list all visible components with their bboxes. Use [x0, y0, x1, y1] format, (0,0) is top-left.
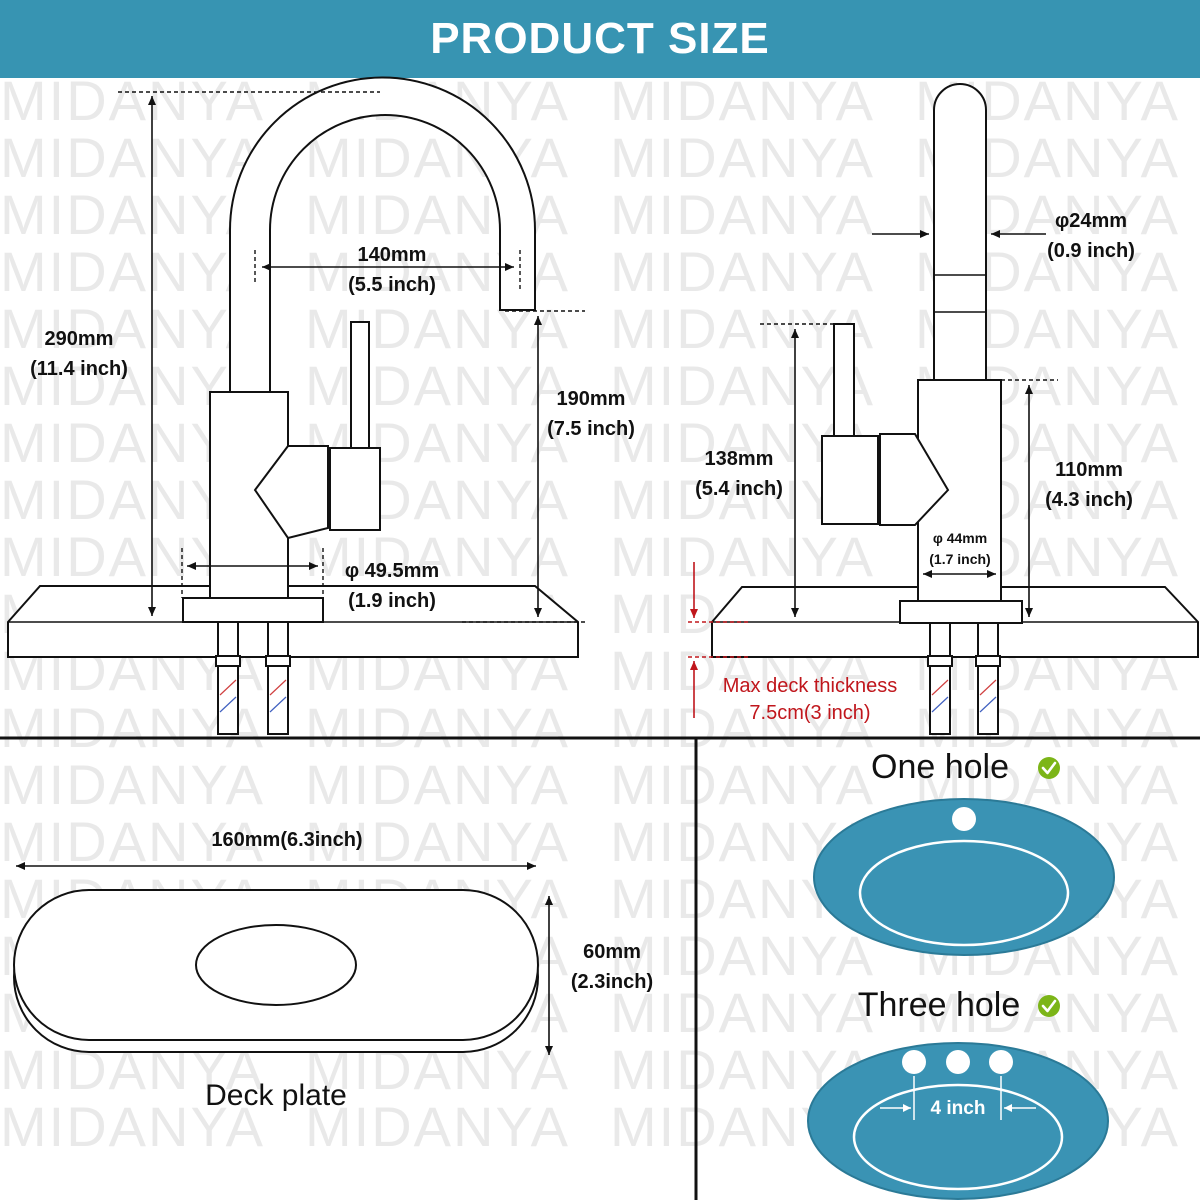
side-handle-knob — [879, 433, 950, 526]
spout-reach-mm: 140mm — [358, 244, 427, 266]
deck-plate-caption: Deck plate — [205, 1079, 347, 1112]
deck-plate-panel: 160mm(6.3inch) 60mm (2.3inch) Deck plate — [13, 829, 653, 1112]
watermark-text: MIDANYA — [305, 126, 570, 189]
watermark-text: MIDANYA — [305, 753, 570, 816]
front-view: 140mm (5.5 inch) 290mm (11.4 inch) 190mm… — [7, 76, 635, 735]
watermark-text: MIDANYA — [610, 297, 875, 360]
spout-diameter-inch: (0.9 inch) — [1047, 240, 1135, 262]
header-banner: PRODUCT SIZE — [0, 0, 1200, 78]
one-hole-bowl — [858, 839, 1070, 947]
watermark-text: MIDANYA — [305, 1095, 570, 1158]
watermark-text: MIDANYA — [610, 981, 875, 1044]
watermark-text: MIDANYA — [610, 354, 875, 417]
three-hole-label: Three hole — [858, 986, 1021, 1024]
front-handle-block — [329, 447, 381, 531]
watermark-text: MIDANYA — [305, 696, 570, 759]
watermark-text: MIDANYA — [610, 696, 875, 759]
deck-plate-height-mm: 60mm — [583, 941, 641, 963]
watermark-text: MIDANYA — [0, 297, 265, 360]
three-hole-spacing: 4 inch — [931, 1098, 986, 1119]
body-diameter-mm: φ 44mm — [933, 530, 987, 546]
deck-plate-height-inch: (2.3inch) — [571, 971, 653, 993]
side-spout — [933, 83, 987, 381]
installation-panel: One hole Three hole 4 inch — [807, 748, 1115, 1200]
three-hole-center-hole — [946, 1050, 970, 1074]
side-hoses — [927, 621, 1001, 735]
front-spout — [229, 76, 536, 393]
watermark-text: MIDANYA — [915, 696, 1180, 759]
watermark-text: MIDANYA — [610, 126, 875, 189]
watermark-text: MIDANYA — [610, 69, 875, 132]
handle-height-inch: (5.4 inch) — [695, 478, 783, 500]
one-hole-label: One hole — [871, 748, 1009, 786]
total-height-inch: (11.4 inch) — [30, 358, 128, 380]
total-height-mm: 290mm — [45, 328, 114, 350]
one-hole-tap-hole — [952, 807, 976, 831]
deck-thickness-label: Max deck thickness — [723, 675, 898, 697]
three-hole-basin — [807, 1042, 1109, 1200]
deck-thickness-value: 7.5cm(3 inch) — [749, 702, 870, 724]
watermark-text: MIDANYA — [610, 924, 875, 987]
front-hoses — [215, 621, 291, 735]
check-icon — [1038, 995, 1060, 1017]
spout-diameter-mm: φ24mm — [1055, 210, 1127, 232]
watermark-text: MIDANYA — [0, 240, 265, 303]
watermark-text: MIDANYA — [610, 753, 875, 816]
check-icon — [1038, 757, 1060, 779]
watermark-text: MIDANYA — [610, 525, 875, 588]
body-diameter-inch: (1.7 inch) — [929, 551, 990, 567]
handle-height-mm: 138mm — [705, 448, 774, 470]
body-height-inch: (4.3 inch) — [1045, 489, 1133, 511]
three-hole-left-hole — [902, 1050, 926, 1074]
watermark-text: MIDANYA — [610, 183, 875, 246]
watermark-text: MIDANYA — [305, 354, 570, 417]
side-base-plate — [899, 600, 1023, 624]
spout-reach-inch: (5.5 inch) — [348, 274, 436, 296]
deck-plate-hole — [195, 924, 357, 1006]
watermark-text: MIDANYA — [0, 69, 265, 132]
page-title: PRODUCT SIZE — [430, 14, 770, 63]
watermark-text: MIDANYA — [610, 240, 875, 303]
side-view: φ24mm (0.9 inch) 138mm (5.4 inch) 110mm … — [688, 83, 1199, 735]
watermark-text: MIDANYA — [0, 126, 265, 189]
body-height-mm: 110mm — [1055, 459, 1123, 481]
watermark-text: MIDANYA — [0, 183, 265, 246]
deck-plate-width: 160mm(6.3inch) — [211, 829, 362, 851]
watermark-text: MIDANYA — [0, 753, 265, 816]
one-hole-basin — [813, 798, 1115, 956]
side-handle-block — [821, 435, 879, 525]
three-hole-bowl — [852, 1083, 1064, 1191]
front-base-plate — [182, 597, 324, 623]
watermark-text: MIDANYA — [0, 1095, 265, 1158]
side-handle-lever — [833, 323, 855, 437]
watermark-text: MIDANYA — [305, 525, 570, 588]
three-hole-right-hole — [989, 1050, 1013, 1074]
spout-height-mm: 190mm — [557, 388, 626, 410]
base-diameter-inch: (1.9 inch) — [348, 590, 436, 612]
base-diameter-mm: φ 49.5mm — [345, 560, 439, 582]
front-handle-knob — [253, 445, 329, 540]
front-handle-lever — [350, 321, 370, 449]
spout-height-inch: (7.5 inch) — [547, 418, 635, 440]
